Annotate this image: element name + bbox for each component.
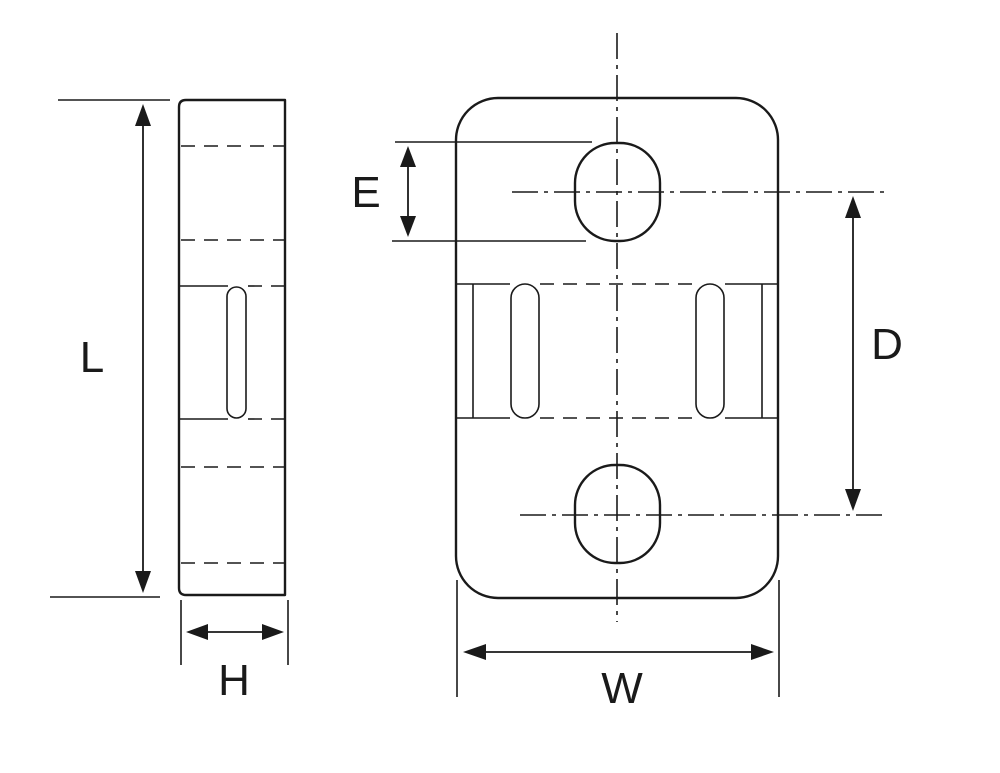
arrowhead xyxy=(135,104,151,126)
right-strap-slot xyxy=(695,283,725,419)
dimension-slot: E xyxy=(351,141,592,242)
side-view-outline xyxy=(177,98,287,597)
hole-spacing-label: D xyxy=(871,320,903,369)
length-label: L xyxy=(80,333,104,382)
arrowhead xyxy=(400,216,416,237)
left-strap-slot xyxy=(510,283,540,419)
arrowhead xyxy=(845,196,861,218)
arrowhead xyxy=(751,644,774,660)
dimension-hole-spacing: D xyxy=(845,196,903,511)
arrowhead xyxy=(463,644,486,660)
side-view xyxy=(177,98,287,597)
dimension-height: H xyxy=(180,600,289,705)
dimension-length: L xyxy=(50,99,170,598)
slot-label: E xyxy=(351,168,380,217)
side-slot xyxy=(226,286,247,419)
arrowhead xyxy=(186,624,208,640)
arrowhead xyxy=(845,489,861,511)
front-view xyxy=(454,33,888,622)
arrowhead xyxy=(262,624,284,640)
height-label: H xyxy=(218,656,250,705)
width-label: W xyxy=(601,664,643,713)
dimension-width: W xyxy=(456,580,780,713)
arrowhead xyxy=(400,146,416,167)
arrowhead xyxy=(135,571,151,593)
